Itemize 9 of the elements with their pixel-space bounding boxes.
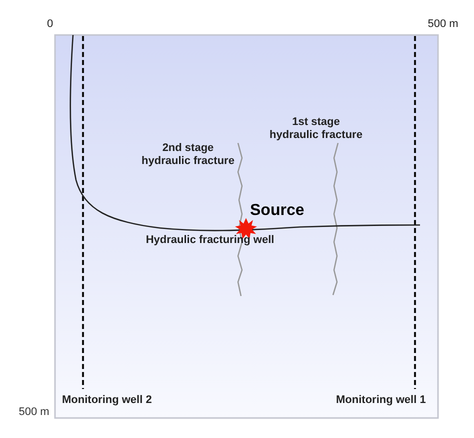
fracture-label: 1st stage hydraulic fracture <box>268 116 364 142</box>
well-label: Hydraulic fracturing well <box>144 234 276 247</box>
scale-label: 500 m <box>426 18 460 31</box>
source-label: Source <box>250 201 306 220</box>
fracture-label: 2nd stage hydraulic fracture <box>140 142 236 168</box>
well-label: Monitoring well 1 <box>336 394 427 407</box>
scale-label: 0 <box>46 18 54 31</box>
scale-label: 500 m <box>18 406 50 419</box>
well-label: Monitoring well 2 <box>62 394 153 407</box>
